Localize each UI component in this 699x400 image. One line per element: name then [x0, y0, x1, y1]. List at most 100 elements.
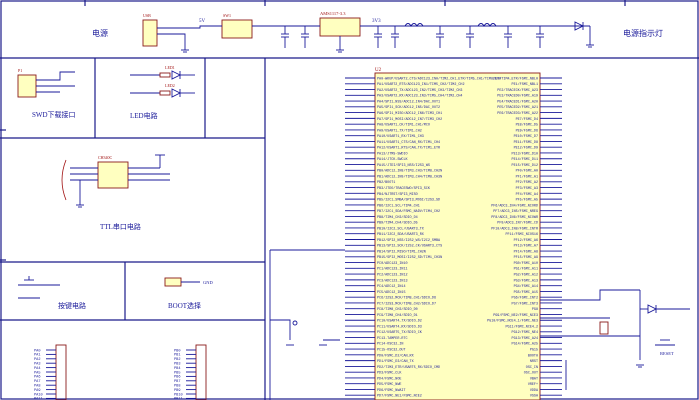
- led-label: LED电路: [130, 111, 158, 120]
- svg-text:USB: USB: [143, 13, 151, 18]
- mcu-left-pin-label: PB13/SPI2_SCK/I2S2_CK/USART3_CTS: [377, 244, 442, 249]
- mcu-right-pin-label: PE0/TIM4_ETR/FSMC_NBL0: [493, 76, 538, 81]
- mcu-left-pin-label: PA0-WKUP/USART2_CTS/ADC123_IN0/TIM2_CH1_…: [377, 76, 501, 81]
- header-right: [195, 344, 207, 400]
- mcu-left-pins: PA0-WKUP/USART2_CTS/ADC123_IN0/TIM2_CH1_…: [345, 76, 501, 399]
- mcu-right-pin-label: PE8/FSMC_D5: [516, 123, 538, 128]
- mcu-right-pin-label: PG12/FSMC_NE4: [512, 330, 538, 335]
- ttl-label: TTL串口电路: [100, 222, 141, 231]
- mcu-right-pin-label: PF0/FSMC_A0: [516, 169, 538, 174]
- header-pin-label: PA7: [34, 380, 40, 384]
- block-dividers: [0, 57, 699, 400]
- header-pin-label: PA4: [34, 367, 40, 371]
- mcu-left-pin-label: PC6/I2S2_MCK/TIM8_CH1/SDIO_D6: [377, 296, 436, 301]
- swd-connector: [17, 74, 37, 98]
- power-led-label: 电源指示灯: [623, 28, 663, 38]
- mcu-right-pin-label: PE10/FSMC_D7: [514, 134, 538, 139]
- mcu-ref: U2: [375, 68, 382, 73]
- power-switch: [221, 19, 253, 39]
- regulator-label: AMS1117-3.3: [320, 11, 346, 16]
- key-label: 按键电路: [58, 301, 86, 310]
- regulator-chip: [319, 17, 361, 37]
- mcu-left-pin-label: PA6/SPI1_MISO/ADC12_IN6/TIM3_CH1: [377, 111, 442, 116]
- mcu-right-pin-label: PG13/FSMC_A24: [512, 336, 538, 341]
- mcu-left-pin-label: PB12/SPI2_NSS/I2S2_WS/I2C2_SMBA: [377, 238, 441, 243]
- inductor: [404, 23, 424, 27]
- mcu-left-pin-label: PA11/USART1_CTS/CAN_RX/TIM1_CH4: [377, 140, 440, 145]
- mcu-right-pin-label: PF5/FSMC_A5: [516, 198, 538, 203]
- mcu-left-pin-label: PD6/FSMC_NWAIT: [377, 388, 406, 393]
- mcu-right-pin-label: PE2/TRACECK/FSMC_A23: [497, 88, 538, 93]
- gnd-label: GND: [203, 280, 213, 285]
- mcu-left-pin-label: PC12/USART5_TX/SDIO_CK: [377, 330, 423, 335]
- boot-section: GND BOOT选择: [164, 277, 213, 310]
- mcu-right-pin-label: PE11/FSMC_D8: [514, 140, 538, 145]
- mcu-left-pin-label: PD0/FSMC_D2/CAN_RX: [377, 353, 414, 358]
- power-section: 电源 USB SW1 AMS1117-3.3: [92, 11, 663, 53]
- usb-port-arc: [61, 159, 67, 201]
- mcu-right-pin-label: PG6/FSMC_INT2: [512, 296, 538, 301]
- mcu-right-pin-label: NRST: [530, 360, 538, 364]
- mcu-right-pin-label: PG9/FSMC_NE2/FSMC_NCE3: [493, 313, 538, 318]
- mcu-right-pin-label: PE4/TRACED1/FSMC_A20: [497, 99, 538, 104]
- header-pin-label: PA2: [34, 358, 40, 362]
- led-section: LED1 LED2 LED电路: [130, 65, 195, 120]
- ground-symbols: [181, 44, 594, 53]
- mcu-right-pin-label: PG14/FSMC_A25: [512, 342, 538, 347]
- mcu-left-pin-label: PC7/I2S3_MCK/TIM8_CH2/SDIO_D7: [377, 301, 436, 306]
- mcu-right-pin-label: PF1/FSMC_A1: [516, 174, 538, 179]
- mcu-right-pin-label: PF13/FSMC_A7: [514, 244, 538, 249]
- mcu-right-pin-label: VDDA: [530, 389, 539, 393]
- header-pin-label: PB11: [174, 398, 183, 400]
- mcu-right-pin-label: PF11/FSMC_NIOS16: [505, 232, 538, 237]
- mcu-left-pin-label: PC13-TAMPER-RTC: [377, 337, 408, 341]
- mcu-left-pin-label: PA14/JTCK-SWCLK: [377, 157, 408, 162]
- mcu-left-pin-label: PC3/ADC123_IN13: [377, 278, 408, 283]
- mcu-right-pin-label: PE6/TRACED3/FSMC_A22: [497, 111, 538, 116]
- header-pin-label: PB4: [174, 367, 180, 371]
- mcu-left-pin-label: PB6/I2C1_SCL/TIM4_CH1: [377, 203, 420, 208]
- mcu-right-pin-label: PE1/FSMC_NBL1: [512, 82, 538, 87]
- mcu-left-pin-label: PB15/SPI2_MOSI/I2S2_SD/TIM1_CH3N: [377, 255, 442, 260]
- mcu-left-pin-label: PB4/NJTRST/SPI3_MISO: [377, 192, 418, 197]
- crystal: [599, 321, 609, 335]
- mcu-left-pin-label: PD4/FSMC_NOE: [377, 376, 401, 381]
- mcu-right-pin-label: BOOT0: [528, 354, 538, 358]
- mcu-left-pin-label: PB2/BOOT1: [377, 180, 395, 185]
- power-label: 电源: [92, 28, 108, 38]
- mcu-right-pin-label: PF14/FSMC_A8: [514, 249, 538, 254]
- header-pin-label: PB8: [174, 385, 180, 389]
- led2-ref: LED2: [165, 83, 175, 88]
- mcu-right-pin-label: PG15: [530, 348, 538, 352]
- mcu-left-pin-label: PD1/FSMC_D3/CAN_TX: [377, 359, 414, 364]
- mcu-right-pin-label: PE12/FSMC_D9: [514, 146, 538, 151]
- vcc-label: 5V: [199, 19, 206, 24]
- mcu-right-pin-label: PE9/FSMC_D6: [516, 128, 538, 133]
- mcu-left-pin-label: PA9/USART1_TX/TIM1_CH2: [377, 128, 422, 133]
- svg-text:SW1: SW1: [223, 13, 231, 18]
- mcu-right-pin-label: PF12/FSMC_A6: [514, 238, 538, 243]
- mcu-left-pin-label: PC9/TIM8_CH4/SDIO_D1: [377, 313, 418, 318]
- ttl-section: CH340C TTL串口电路: [61, 154, 170, 231]
- mcu-left-pin-label: PB10/I2C2_SCL/USART3_TX: [377, 226, 424, 231]
- usb-connector: [142, 19, 158, 47]
- mcu-section: U2 PA0-WKUP/USART2_CTS/ADC123_IN0/TIM2_C…: [269, 68, 562, 400]
- mcu-right-pin-label: PF10/ADC3_IN8/FSMC_INTR: [491, 226, 538, 231]
- header-pin-label: PA8: [34, 385, 40, 389]
- v33-label: 3V3: [372, 19, 381, 24]
- mcu-left-pin-label: PA10/USART1_RX/TIM1_CH3: [377, 134, 424, 139]
- mcu-left-pin-label: PB5/I2C1_SMBA/SPI3_MOSI/I2S3_SD: [377, 198, 440, 203]
- mcu-left-pin-label: PC10/USART4_TX/SDIO_D2: [377, 319, 422, 324]
- mcu-right-pin-label: PF8/ADC3_IN6/FSMC_NIOWR: [491, 215, 538, 220]
- mcu-left-pin-label: PA2/USART2_TX/ADC123_IN2/TIM5_CH3/TIM2_C…: [377, 88, 462, 93]
- mcu-right-pin-label: PG5/FSMC_A15: [514, 290, 538, 295]
- mcu-left-pin-label: PC8/TIM8_CH3/SDIO_D0: [377, 307, 418, 312]
- header-pin-label: PB9: [174, 389, 180, 393]
- boot-label: BOOT选择: [168, 301, 201, 310]
- mcu-left-pin-label: PB3/JTDO/TRACESWO/SPI3_SCK: [377, 186, 431, 191]
- mcu-right-pin-label: PF6/ADC3_IN4/FSMC_NIORD: [491, 203, 538, 208]
- reset-crystal-section: RESET: [540, 289, 690, 390]
